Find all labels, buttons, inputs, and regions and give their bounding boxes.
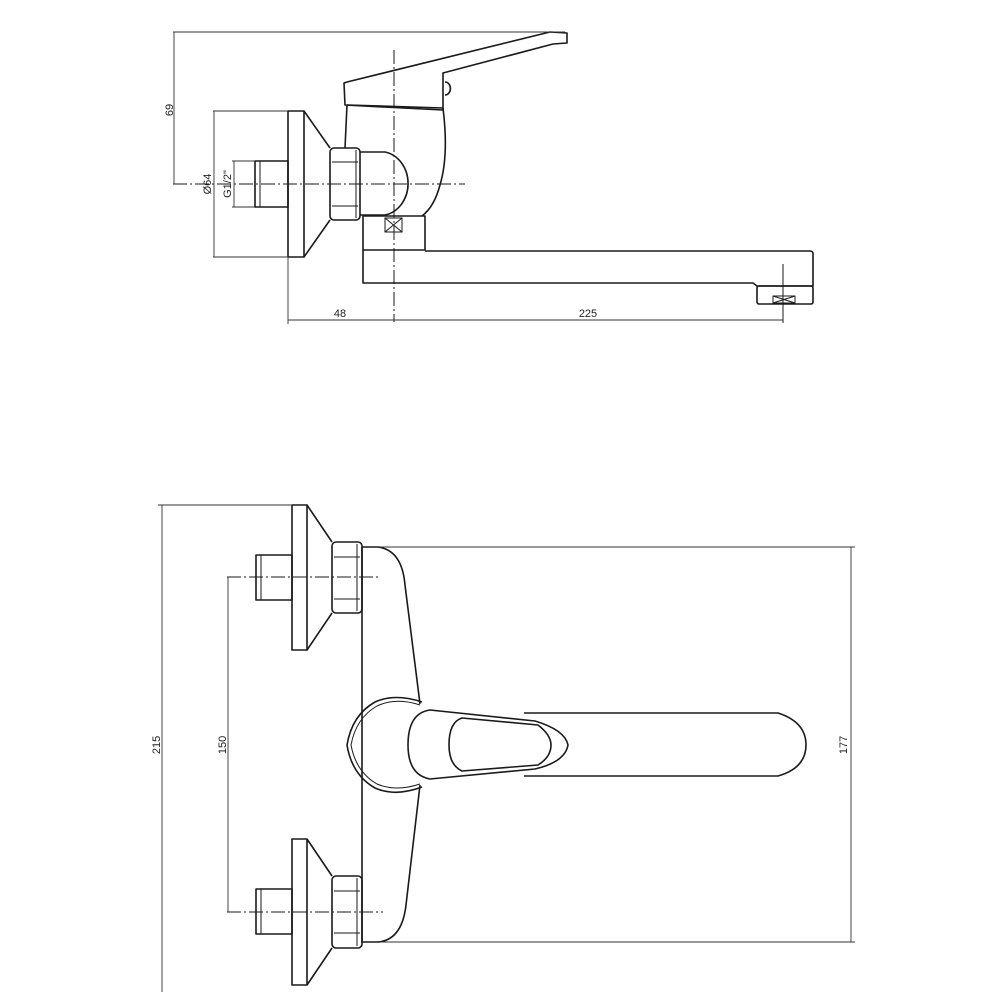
dimension-69: 69 [164,31,565,184]
dimension-thread: G1/2" [222,160,255,208]
dim-label-69: 69 [164,104,176,116]
lever-pin-icon [444,81,452,96]
dim-label-diameter: Ø64 [202,174,214,195]
lever-hub [346,696,423,794]
spout [362,250,814,305]
side-view: 69 Ø64 G1/2" 48 225 [164,31,814,324]
dimension-48-225: 48 225 [287,257,783,324]
lever-handle [343,31,568,111]
dimension-diameter-64: Ø64 [202,110,288,258]
dim-label-thread: G1/2" [222,170,234,198]
dim-label-225: 225 [579,308,597,320]
top-inlet [227,504,378,651]
lever-grip-hole [448,717,552,772]
lever-arm [524,712,807,777]
lever-front [346,696,807,794]
dimension-177: 177 [380,546,855,943]
lever-grip [407,709,569,780]
valve-dome [360,151,409,216]
dim-label-215: 215 [151,736,163,754]
front-view: 215 150 177 [151,504,855,992]
dim-label-48: 48 [334,308,346,320]
dim-label-150: 150 [217,736,229,754]
dimension-150: 150 [217,577,229,912]
dimension-215: 215 [151,504,292,992]
bottom-inlet [227,838,383,986]
dim-label-177: 177 [838,736,850,754]
mixer-body-front [361,546,421,943]
